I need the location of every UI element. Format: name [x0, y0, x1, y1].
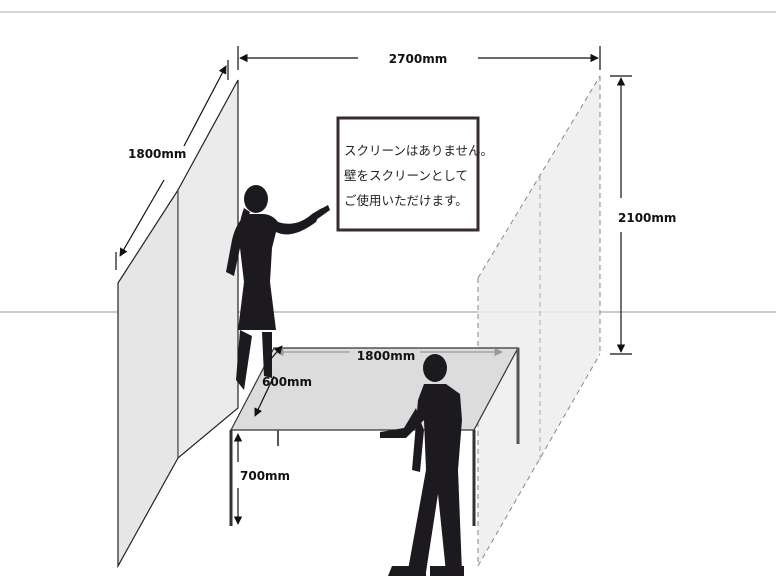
dimension-screen-height: 2100mm — [610, 75, 676, 355]
notice-line-1: スクリーンはありません。 — [344, 143, 493, 158]
label-screen-height: 2100mm — [618, 211, 676, 225]
dimension-table-width: 1800mm — [275, 347, 503, 363]
notice-line-2: 壁をスクリーンとして — [344, 168, 468, 183]
dimension-screen-width: 2700mm — [237, 46, 601, 70]
screen-wall-outline — [477, 75, 601, 567]
dimension-table-depth: 600mm — [254, 345, 312, 417]
label-table-width: 1800mm — [357, 349, 415, 363]
label-screen-width: 2700mm — [389, 52, 447, 66]
partition-panels — [117, 79, 239, 569]
label-table-height: 700mm — [240, 469, 290, 483]
label-partition-width: 1800mm — [128, 147, 186, 161]
notice-box: スクリーンはありません。 壁をスクリーンとして ご使用いただけます。 — [336, 116, 493, 232]
listener-silhouette — [380, 354, 464, 576]
notice-line-3: ご使用いただけます。 — [344, 193, 468, 208]
dimension-partition-width: 1800mm — [115, 60, 229, 270]
presenter-silhouette — [226, 185, 330, 390]
label-table-depth: 600mm — [262, 375, 312, 389]
partition-panel-front — [117, 187, 179, 569]
dimension-table-height: 700mm — [233, 433, 290, 525]
